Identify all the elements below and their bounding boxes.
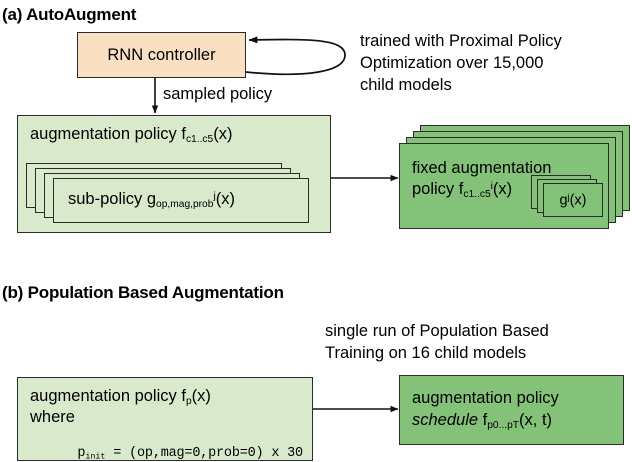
fixedpolicy-suffix: (x)	[492, 180, 513, 199]
augpolicy-subscript: c1..c5	[185, 133, 214, 145]
innerg-suffix: (x)	[569, 192, 587, 209]
initpolicy-subscript: p	[185, 395, 192, 407]
augpolicy-suffix: (x)	[213, 125, 233, 143]
schedule-suffix: (x, t)	[519, 411, 553, 430]
rnn-controller-label: RNN controller	[107, 45, 216, 64]
sub-policy-label: sub-policy gop,mag,probj(x)	[68, 190, 235, 210]
init-policy-line3: pinit = (op,mag=0,prob=0) x 30	[30, 431, 312, 462]
fixed-policy-line2: policy fc1..c5i(x)	[412, 180, 608, 200]
innerg-superscript: j	[567, 191, 570, 202]
pbt-annotation: single run of Population Based Training …	[325, 322, 549, 362]
schedule-prefix: f	[478, 411, 488, 430]
sub-policy-stack: sub-policy gop,mag,probj(x)	[26, 163, 324, 225]
inner-g-stack: gj(x)	[517, 175, 625, 230]
subpolicy-prefix: sub-policy g	[68, 190, 157, 209]
augmentation-policy-box[interactable]: augmentation policy fc1..c5(x) sub-polic…	[17, 115, 331, 233]
init-policy-line2: where	[30, 408, 75, 427]
fixedpolicy-subscript: c1..c5	[463, 189, 491, 201]
schedule-subscript: p0...pT	[487, 419, 520, 431]
fixedpolicy-superscript: i	[490, 181, 493, 193]
fixedpolicy-prefix: policy f	[412, 180, 464, 199]
inner-g-card-front[interactable]: gj(x)	[543, 183, 603, 217]
schedule-italic-word: schedule	[412, 411, 479, 430]
rnn-controller-box[interactable]: RNN controller	[77, 32, 246, 78]
initpolicy-suffix: (x)	[191, 387, 211, 405]
initpolicy-prefix: augmentation policy f	[30, 387, 186, 405]
fixed-policy-line1: fixed augmentation	[412, 159, 552, 177]
inner-g-label: gj(x)	[560, 192, 587, 209]
innerg-prefix: g	[559, 192, 568, 209]
sampled-policy-label: sampled policy	[163, 85, 273, 103]
subpolicy-suffix: (x)	[215, 190, 235, 209]
subpolicy-superscript: j	[213, 191, 216, 203]
arrow-training-loop	[245, 36, 346, 76]
pinit-prefix: p	[77, 445, 86, 461]
schedule-line1: augmentation policy	[412, 388, 559, 407]
pinit-rest: = (op,mag=0,prob=0) x 30	[105, 445, 303, 461]
fixed-policy-stack: fixed augmentation policy fc1..c5i(x) gj…	[398, 125, 632, 235]
subpolicy-subscript: op,mag,prob	[156, 199, 214, 211]
schedule-policy-box[interactable]: augmentation policy schedule fp0...pT(x,…	[399, 375, 624, 445]
ppo-training-annotation: trained with Proximal Policy Optimizatio…	[360, 32, 562, 94]
augmentation-policy-label: augmentation policy fc1..c5(x)	[30, 125, 330, 145]
panel-a-heading: (a) AutoAugment	[2, 5, 137, 24]
augpolicy-prefix: augmentation policy f	[30, 125, 186, 143]
pinit-subscript: init	[85, 451, 106, 462]
sub-policy-card-front[interactable]: sub-policy gop,mag,probj(x)	[53, 178, 309, 223]
init-policy-box[interactable]: augmentation policy fp(x) where pinit = …	[17, 377, 313, 461]
init-policy-line1: augmentation policy fp(x)	[30, 387, 312, 407]
schedule-line2: schedule fp0...pT(x, t)	[412, 411, 623, 431]
panel-b-heading: (b) Population Based Augmentation	[2, 283, 284, 302]
